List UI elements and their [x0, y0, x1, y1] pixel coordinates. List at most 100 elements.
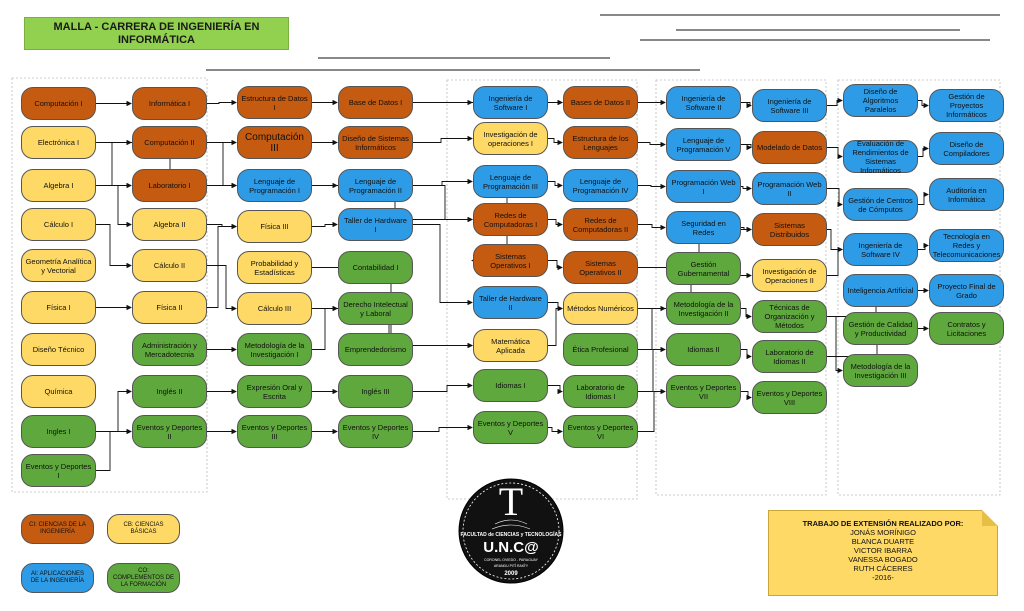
subject-node: Estructura de los Lenguajes	[563, 126, 638, 159]
subject-node: Eventos y Deportes VIII	[752, 381, 827, 414]
subject-node: Cálculo II	[132, 249, 207, 282]
subject-node: Base de Datos I	[338, 86, 413, 119]
subject-node: Investigación de Operaciones II	[752, 259, 827, 292]
prerequisite-arrow	[413, 135, 473, 143]
subject-node: Lenguaje de Programación V	[666, 128, 741, 161]
subject-node: Gestión de Calidad y Productividad	[843, 312, 918, 345]
subject-node: Sistemas Operativos II	[563, 251, 638, 284]
subject-node: Evaluación de Rendimientos de Sistemas I…	[843, 139, 918, 175]
subject-node: Diseño Técnico	[21, 333, 96, 366]
subject-node: Diseño de Compiladores	[929, 132, 1004, 165]
subject-node: Estructura de Datos I	[237, 86, 312, 119]
subject-node: Bases de Datos II	[563, 86, 638, 119]
credit-name: JONÁS MORÍNIGO	[850, 528, 916, 537]
subject-node: Sistemas Operativos I	[473, 244, 548, 277]
subject-node: Programación Web II	[752, 172, 827, 205]
logo-letter: T	[498, 479, 524, 524]
prerequisite-arrow	[741, 185, 752, 192]
subject-node: Técnicas de Organización y Métodos	[752, 300, 827, 333]
prerequisite-arrow	[741, 349, 752, 360]
credits-heading: TRABAJO DE EXTENSIÓN REALIZADO POR:	[802, 519, 964, 528]
prerequisite-arrow	[548, 260, 563, 271]
subject-node: Redes de Computadoras II	[563, 208, 638, 241]
prerequisite-arrow	[413, 382, 473, 392]
subject-node: Administración y Mercadotecnia	[132, 333, 207, 366]
prerequisite-arrow	[548, 302, 563, 312]
credits-note: TRABAJO DE EXTENSIÓN REALIZADO POR: JONÁ…	[768, 510, 998, 596]
prerequisite-arrow	[96, 388, 132, 432]
subject-node: Metodología de la Investigación I	[237, 333, 312, 366]
prerequisite-arrow	[548, 219, 563, 228]
prerequisite-arrow	[207, 99, 237, 106]
subject-node: Química	[21, 375, 96, 408]
subject-node: Lenguaje de Programación IV	[563, 169, 638, 202]
prerequisite-arrow	[741, 308, 752, 320]
subject-node: Seguridad en Redes	[666, 211, 741, 244]
prerequisite-arrow	[548, 138, 563, 146]
subject-node: Tecnología en Redes y Telecomunicaciones	[929, 229, 1004, 262]
subject-node: Eventos y Deportes V	[473, 411, 548, 444]
subject-node: Física I	[21, 291, 96, 324]
subject-node: Proyecto Final de Grado	[929, 274, 1004, 307]
subject-node: Matemática Aplicada	[473, 329, 548, 362]
prerequisite-arrow	[918, 100, 929, 109]
logo-faculty: FACULTAD de CIENCIAS y TECNOLOGÍAS	[460, 532, 562, 538]
subject-node: Gestión de Centros de Cómputos	[843, 188, 918, 221]
logo-place: CORONEL OVIEDO - PARAGUAY	[484, 558, 538, 562]
subject-node: Probabilidad y Estadísticas	[237, 251, 312, 284]
semester-group-frame	[11, 77, 208, 493]
subject-node: Laboratorio de Idiomas I	[563, 375, 638, 408]
prerequisite-arrow	[548, 181, 563, 189]
logo-name: U.N.C@	[483, 539, 539, 556]
legend-item: CB: CIENCIAS BÁSICAS	[107, 514, 180, 544]
subject-node: Lenguaje de Programación III	[473, 165, 548, 198]
subject-node: Eventos y Deportes IV	[338, 415, 413, 448]
subject-node: Diseño de Algoritmos Paralelos	[843, 84, 918, 117]
credit-name: VANESSA BOGADO	[848, 555, 918, 564]
prerequisite-arrow	[548, 385, 563, 395]
legend-item: AI: APLICACIONES DE LA INGENIERÍA	[21, 563, 94, 593]
prerequisite-arrow	[312, 221, 338, 228]
prerequisite-arrow	[638, 224, 666, 231]
prerequisite-arrow	[827, 97, 843, 106]
note-fold	[982, 510, 998, 526]
prerequisite-arrow	[638, 141, 666, 148]
prerequisite-arrow	[741, 391, 752, 401]
prerequisite-arrow	[207, 265, 237, 312]
subject-node: Computación III	[237, 126, 312, 159]
prerequisite-arrow	[96, 139, 132, 186]
prerequisite-arrow	[312, 305, 338, 350]
prerequisite-arrow	[96, 428, 132, 471]
subject-node: Lenguaje de Programación II	[338, 169, 413, 202]
subject-node: Taller de Hardware II	[473, 286, 548, 319]
prerequisite-arrow	[741, 143, 754, 149]
prerequisite-arrow	[96, 185, 132, 228]
subject-node: Expresión Oral y Escrita	[237, 375, 312, 408]
subject-node: Lenguaje de Programación I	[237, 169, 312, 202]
prerequisite-arrow	[413, 178, 473, 186]
subject-node: Auditoría en Informática	[929, 178, 1004, 211]
subject-node: Cálculo III	[237, 292, 312, 325]
prerequisite-arrow	[918, 145, 929, 157]
subject-node: Idiomas I	[473, 369, 548, 402]
subject-node: Programación Web I	[666, 170, 741, 203]
subject-node: Eventos y Deportes I	[21, 454, 96, 487]
subject-node: Eventos y Deportes VII	[666, 375, 741, 408]
subject-node: Informática I	[132, 87, 207, 120]
subject-node: Gestión de Proyectos Informáticos	[929, 89, 1004, 122]
prerequisite-arrow	[96, 224, 132, 269]
prerequisite-arrow	[827, 188, 843, 208]
subject-node: Modelado de Datos	[752, 131, 827, 164]
subject-node: Ingeniería de Software III	[752, 89, 827, 122]
subject-node: Ingeniería de Software IV	[843, 233, 918, 266]
logo-year: 2009	[504, 571, 518, 577]
subject-node: Inglés III	[338, 375, 413, 408]
subject-node: Laboratorio de Idiomas II	[752, 340, 827, 373]
subject-node: Inteligencia Artificial	[843, 274, 918, 307]
semester-group-frame	[655, 79, 827, 496]
credit-name: RUTH CÁCERES	[853, 564, 913, 573]
prerequisite-arrow	[207, 223, 237, 308]
subject-node: Computación II	[132, 126, 207, 159]
prerequisite-arrow	[638, 346, 666, 392]
subject-node: Algebra II	[132, 208, 207, 241]
